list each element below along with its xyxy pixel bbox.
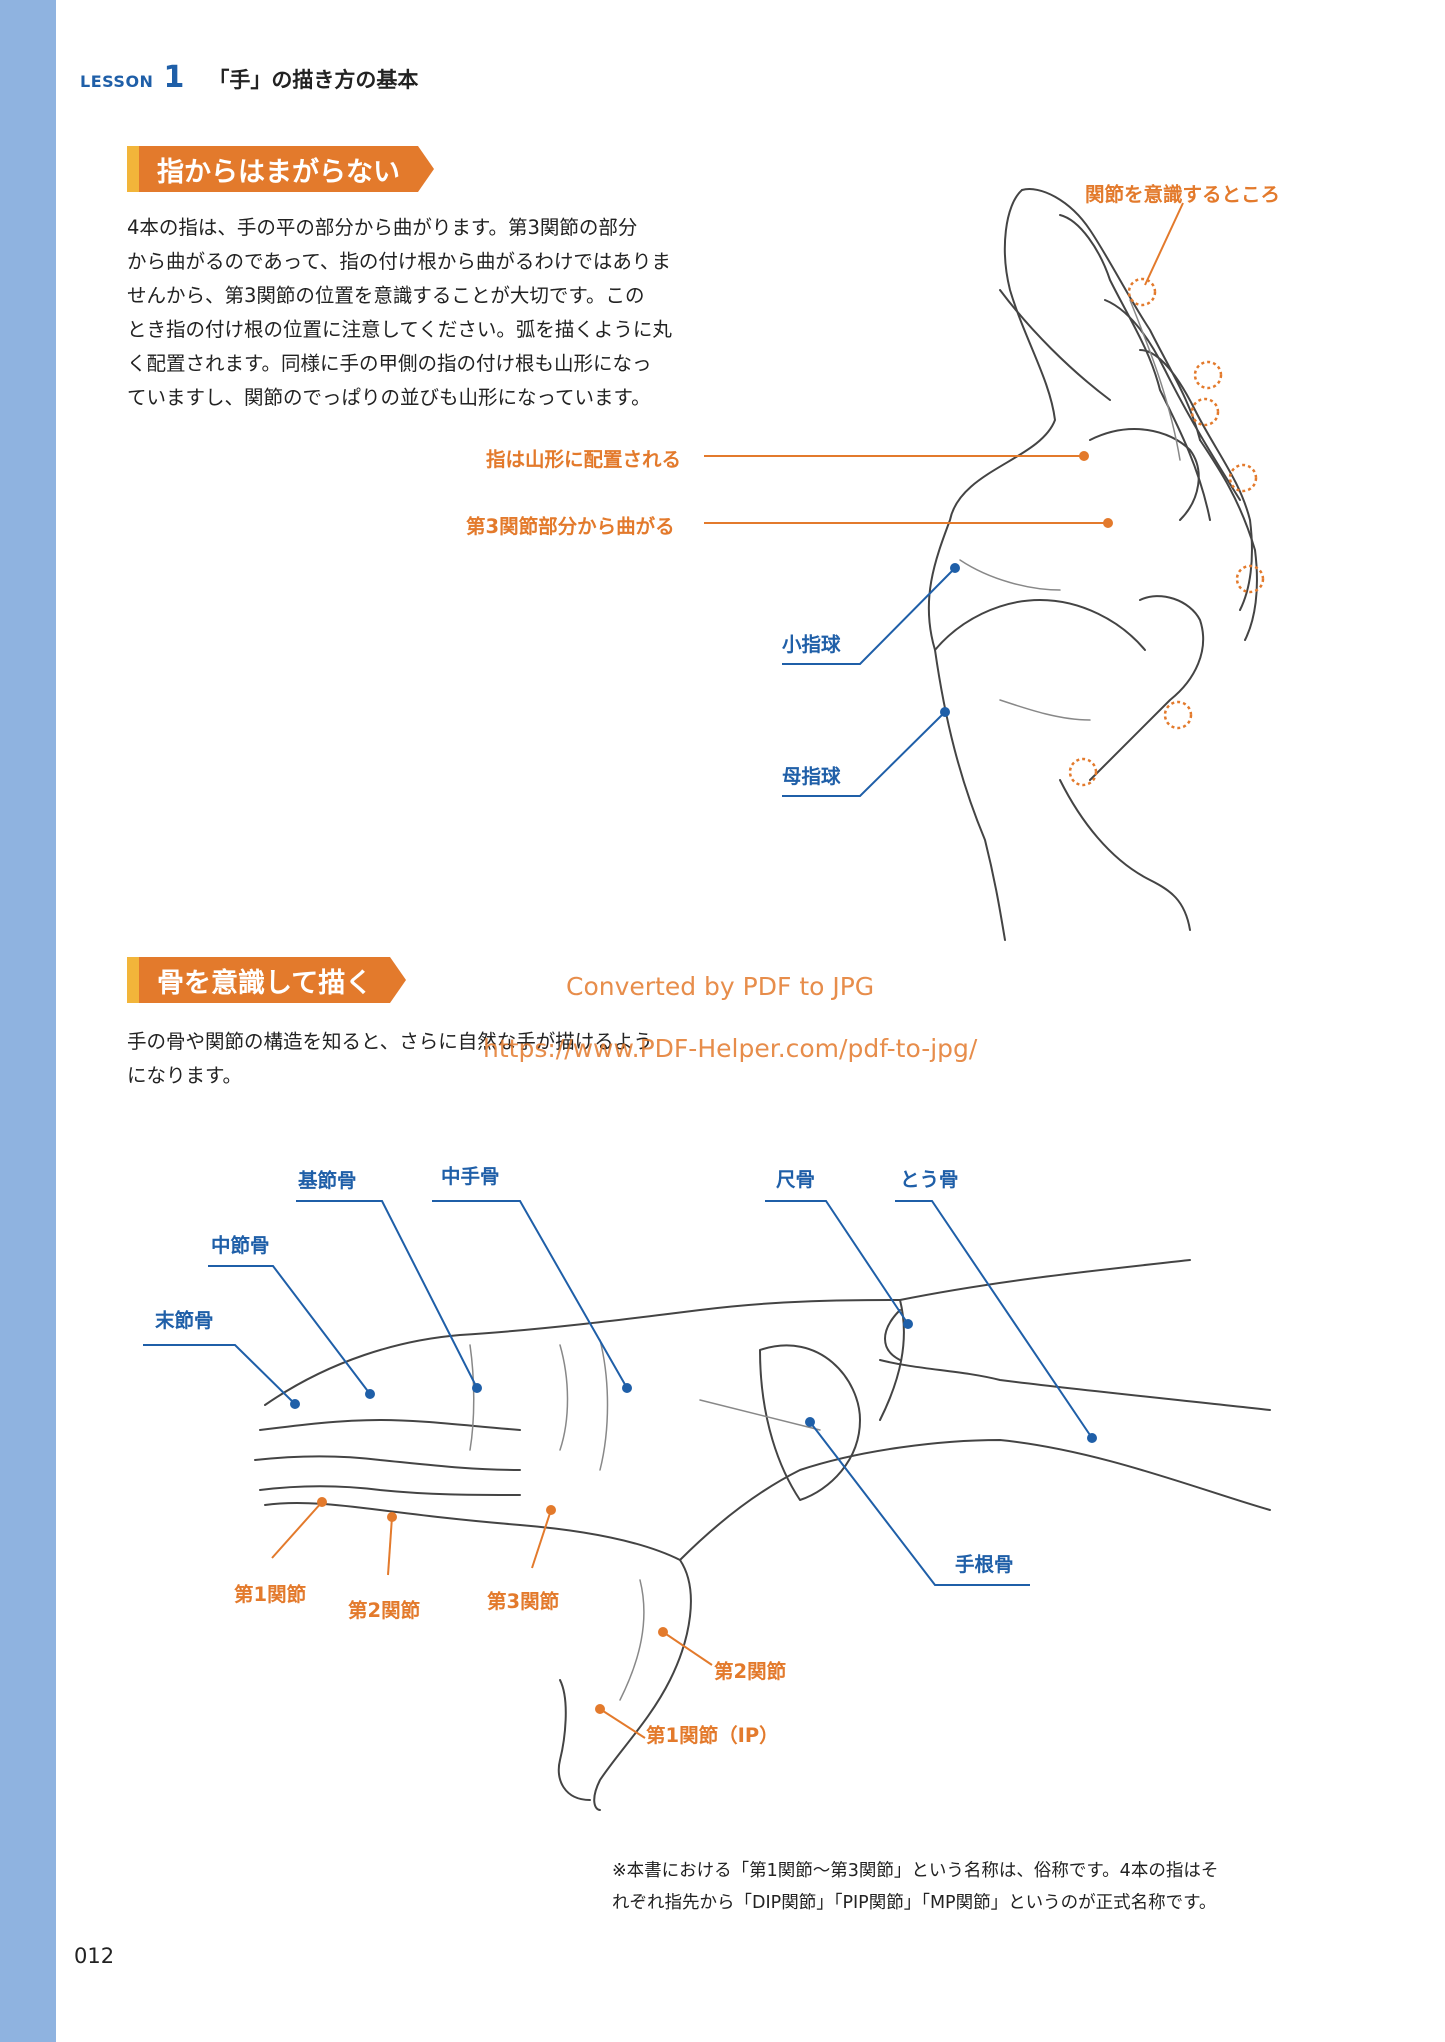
annotation-thumb-first-joint: 第1関節（IP）: [646, 1724, 779, 1747]
paragraph-line: から曲がるのであって、指の付け根から曲がるわけではありま: [127, 250, 671, 273]
section2-paragraph: 手の骨や関節の構造を知ると、さらに自然な手が描けるよう になります。: [127, 1025, 653, 1093]
section2-title: 骨を意識して描く: [139, 957, 391, 1003]
section1-heading: 指からはまがらない: [127, 146, 434, 192]
lesson-word: LESSON: [80, 72, 154, 91]
annotation-distal-phalanx: 末節骨: [155, 1309, 214, 1332]
paragraph-line: せんから、第3関節の位置を意識することが大切です。この: [127, 284, 645, 307]
annotation-middle-phalanx: 中節骨: [211, 1234, 270, 1257]
annotation-mountain-arrangement: 指は山形に配置される: [486, 448, 682, 471]
paragraph-line: 手の骨や関節の構造を知ると、さらに自然な手が描けるよう: [127, 1030, 653, 1053]
orange-leaders-bottom: [271, 1497, 713, 1739]
page-number: 012: [74, 1944, 115, 1968]
paragraph-line: とき指の付け根の位置に注意してください。弧を描くように丸: [127, 318, 672, 341]
page-header: LESSON 1 「手」の描き方の基本: [80, 60, 418, 95]
blue-leaders-bottom: [143, 1200, 1097, 1586]
joint-markers: [1068, 277, 1265, 787]
annotation-first-joint: 第1関節: [234, 1583, 307, 1606]
section2-heading: 骨を意識して描く: [127, 957, 407, 1003]
annotation-third-joint: 第3関節: [487, 1590, 560, 1613]
heading-stripe: [127, 957, 139, 1003]
section1-title: 指からはまがらない: [139, 146, 418, 192]
annotation-metacarpal: 中手骨: [441, 1165, 500, 1188]
annotation-joint-awareness: 関節を意識するところ: [1085, 183, 1281, 206]
watermark-line1: Converted by PDF to JPG: [566, 972, 875, 1001]
heading-stripe: [127, 146, 139, 192]
watermark-line2: https://www.PDF-Helper.com/pdf-to-jpg/: [483, 1034, 978, 1063]
lesson-number: 1: [163, 60, 185, 95]
annotation-carpal: 手根骨: [955, 1553, 1014, 1576]
annotation-thenar: 母指球: [782, 765, 841, 788]
paragraph-line: になります。: [127, 1064, 243, 1087]
footnote: ※本書における「第1関節～第3関節」という名称は、俗称です。4本の指はそ れぞれ…: [612, 1855, 1218, 1919]
orange-leaders-top: [704, 202, 1184, 528]
section1-paragraph: 4本の指は、手の平の部分から曲がります。第3関節の部分 から曲がるのであって、指…: [127, 211, 672, 415]
annotation-hypothenar: 小指球: [782, 633, 841, 656]
annotation-ulna: 尺骨: [776, 1168, 816, 1191]
heading-arrow-tip: [418, 146, 434, 192]
paragraph-line: ていますし、関節のでっぱりの並びも山形になっています。: [127, 386, 651, 409]
annotation-second-joint: 第2関節: [348, 1599, 421, 1622]
annotation-third-joint-bend: 第3関節部分から曲がる: [466, 515, 675, 538]
footnote-line: ※本書における「第1関節～第3関節」という名称は、俗称です。4本の指はそ: [612, 1861, 1219, 1881]
footnote-line: れぞれ指先から「DIP関節」「PIP関節」「MP関節」というのが正式名称です。: [612, 1893, 1217, 1913]
heading-arrow-tip: [390, 957, 407, 1003]
hand-side-drawing: [927, 188, 1258, 941]
paragraph-line: く配置されます。同様に手の甲側の指の付け根も山形になっ: [127, 352, 652, 375]
paragraph-line: 4本の指は、手の平の部分から曲がります。第3関節の部分: [127, 216, 638, 239]
side-bar: [0, 0, 56, 2042]
chapter-title: 「手」の描き方の基本: [208, 68, 419, 92]
annotation-thumb-second-joint: 第2関節: [714, 1660, 787, 1683]
annotation-proximal-phalanx: 基節骨: [298, 1169, 357, 1192]
annotation-radius: とう骨: [900, 1168, 959, 1191]
